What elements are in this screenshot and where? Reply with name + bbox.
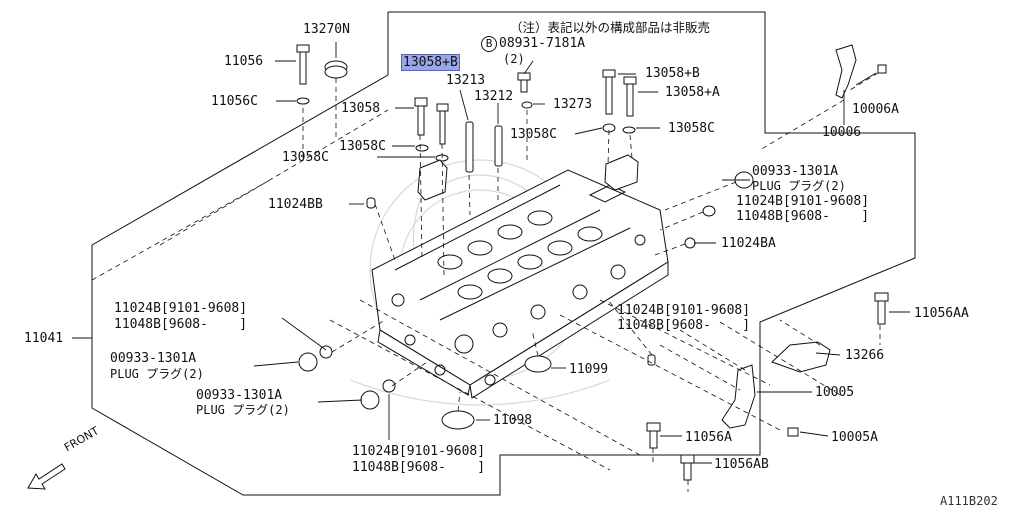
part-label-11099[interactable]: 11099 <box>569 362 609 377</box>
part-label-13058C-d[interactable]: 13058C <box>282 150 329 165</box>
part-plug-right: PLUG プラグ(2) <box>752 179 846 193</box>
dashed-guide-lines <box>91 72 881 492</box>
assembly-boundary <box>91 11 916 496</box>
part-label-13058C-a[interactable]: 13058C <box>510 127 557 142</box>
cylinder-head <box>371 169 669 399</box>
part-label-11056A[interactable]: 11056A <box>685 430 732 445</box>
part-label-10005A[interactable]: 10005A <box>831 430 878 445</box>
part-label-11056[interactable]: 11056 <box>224 54 264 69</box>
part-label-13212[interactable]: 13212 <box>474 89 514 104</box>
part-label-13270N[interactable]: 13270N <box>303 22 350 37</box>
part-label-13273[interactable]: 13273 <box>553 97 593 112</box>
part-label-11048B-bottom[interactable]: 11048B[9608- ] <box>352 460 486 475</box>
part-label-11056AB[interactable]: 11056AB <box>714 457 769 472</box>
part-label-10006A[interactable]: 10006A <box>852 102 899 117</box>
part-label-13213[interactable]: 13213 <box>446 73 486 88</box>
part-label-11048B-mid[interactable]: 11048B[9608- ] <box>617 318 751 333</box>
part-label-13058B-highlighted[interactable]: 13058+B <box>401 54 460 71</box>
part-label-00933-1301A-left2[interactable]: 00933-1301A <box>196 388 283 403</box>
part-label-13058[interactable]: 13058 <box>341 101 381 116</box>
part-label-11056AA[interactable]: 11056AA <box>914 306 969 321</box>
part-qty-08931: (2) <box>503 52 525 66</box>
part-label-11098[interactable]: 11098 <box>493 413 533 428</box>
part-label-10005[interactable]: 10005 <box>815 385 855 400</box>
part-label-13058A[interactable]: 13058+A <box>665 85 720 100</box>
part-label-11048B-left[interactable]: 11048B[9608- ] <box>114 317 248 332</box>
part-label-13058B-right[interactable]: 13058+B <box>645 66 700 81</box>
part-label-13266[interactable]: 13266 <box>845 348 885 363</box>
part-label-00933-1301A-right[interactable]: 00933-1301A <box>752 164 839 179</box>
part-label-10006[interactable]: 10006 <box>822 125 862 140</box>
part-label-11024B-mid[interactable]: 11024B[9101-9608] <box>617 303 751 318</box>
part-plug-left2: PLUG プラグ(2) <box>196 403 290 417</box>
part-label-11024B-left[interactable]: 11024B[9101-9608] <box>114 301 248 316</box>
ref-circle-B: B <box>481 36 497 52</box>
part-plug-left1: PLUG プラグ(2) <box>110 367 204 381</box>
part-label-13058C-b[interactable]: 13058C <box>668 121 715 136</box>
part-number-08931: 08931-7181A <box>499 36 586 51</box>
sales-note: （注）表記以外の構成部品は非販売 <box>510 20 711 35</box>
diagram-code: A111B202 <box>940 494 998 508</box>
leader-lines <box>72 42 910 464</box>
part-label-11048B-right[interactable]: 11048B[9608- ] <box>736 209 870 224</box>
part-label-11024BA[interactable]: 11024BA <box>721 236 776 251</box>
part-label-11041[interactable]: 11041 <box>24 331 64 346</box>
front-arrow-icon <box>27 463 66 490</box>
part-label-11024BB[interactable]: 11024BB <box>268 197 323 212</box>
part-label-00933-1301A-left1[interactable]: 00933-1301A <box>110 351 197 366</box>
part-label-11024B-right[interactable]: 11024B[9101-9608] <box>736 194 870 209</box>
part-label-11024B-bottom[interactable]: 11024B[9101-9608] <box>352 444 486 459</box>
part-label-11056C[interactable]: 11056C <box>211 94 258 109</box>
part-label-13058C-c[interactable]: 13058C <box>339 139 386 154</box>
